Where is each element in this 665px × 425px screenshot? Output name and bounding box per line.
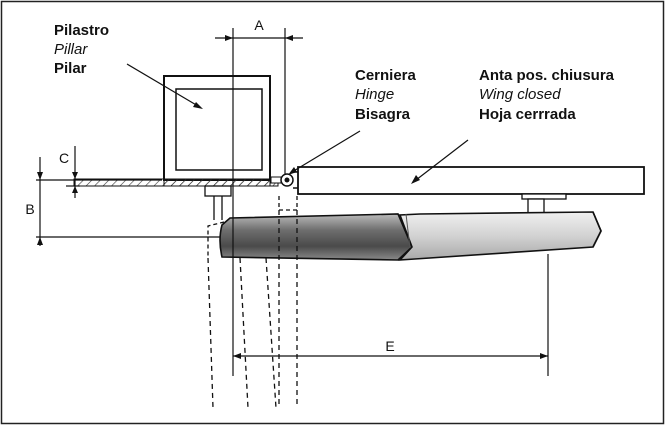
pillar-label-en: Pillar — [54, 41, 88, 58]
wing-label-it: Anta pos. chiusura — [479, 67, 615, 84]
dimension-a — [215, 35, 303, 41]
pillar-label-es: Pilar — [54, 60, 87, 77]
wing-bracket — [521, 193, 567, 214]
hinge-dashed-outline — [207, 196, 298, 258]
hinge-label-it: Cerniera — [355, 67, 417, 84]
hinge-label-es: Bisagra — [355, 106, 411, 123]
wing-label: Anta pos. chiusura Wing closed Hoja cerr… — [479, 67, 615, 123]
dimension-e-label: E — [385, 338, 394, 354]
pillar-bracket — [204, 185, 232, 220]
hinge-label-en: Hinge — [355, 86, 394, 103]
dimension-c — [66, 146, 80, 198]
dimension-e — [233, 353, 548, 359]
dimension-b — [37, 157, 43, 246]
pillar-label-it: Pilastro — [54, 22, 109, 39]
long-dashed-lines — [207, 210, 298, 409]
actuator — [219, 211, 602, 261]
hinge-label: Cerniera Hinge Bisagra — [355, 67, 417, 123]
dimension-c-label: C — [59, 150, 69, 166]
extension-lines — [36, 28, 549, 376]
pillar-label: Pilastro Pillar Pilar — [54, 22, 109, 77]
wing-label-es: Hoja cerrrada — [479, 106, 576, 123]
dimension-a-label: A — [254, 17, 264, 33]
leader-lines — [126, 63, 469, 184]
dimension-b-label: B — [25, 201, 34, 217]
hinge — [270, 173, 294, 187]
wing-label-en: Wing closed — [479, 86, 561, 103]
pillar — [163, 75, 271, 187]
gate-wing — [293, 166, 645, 195]
